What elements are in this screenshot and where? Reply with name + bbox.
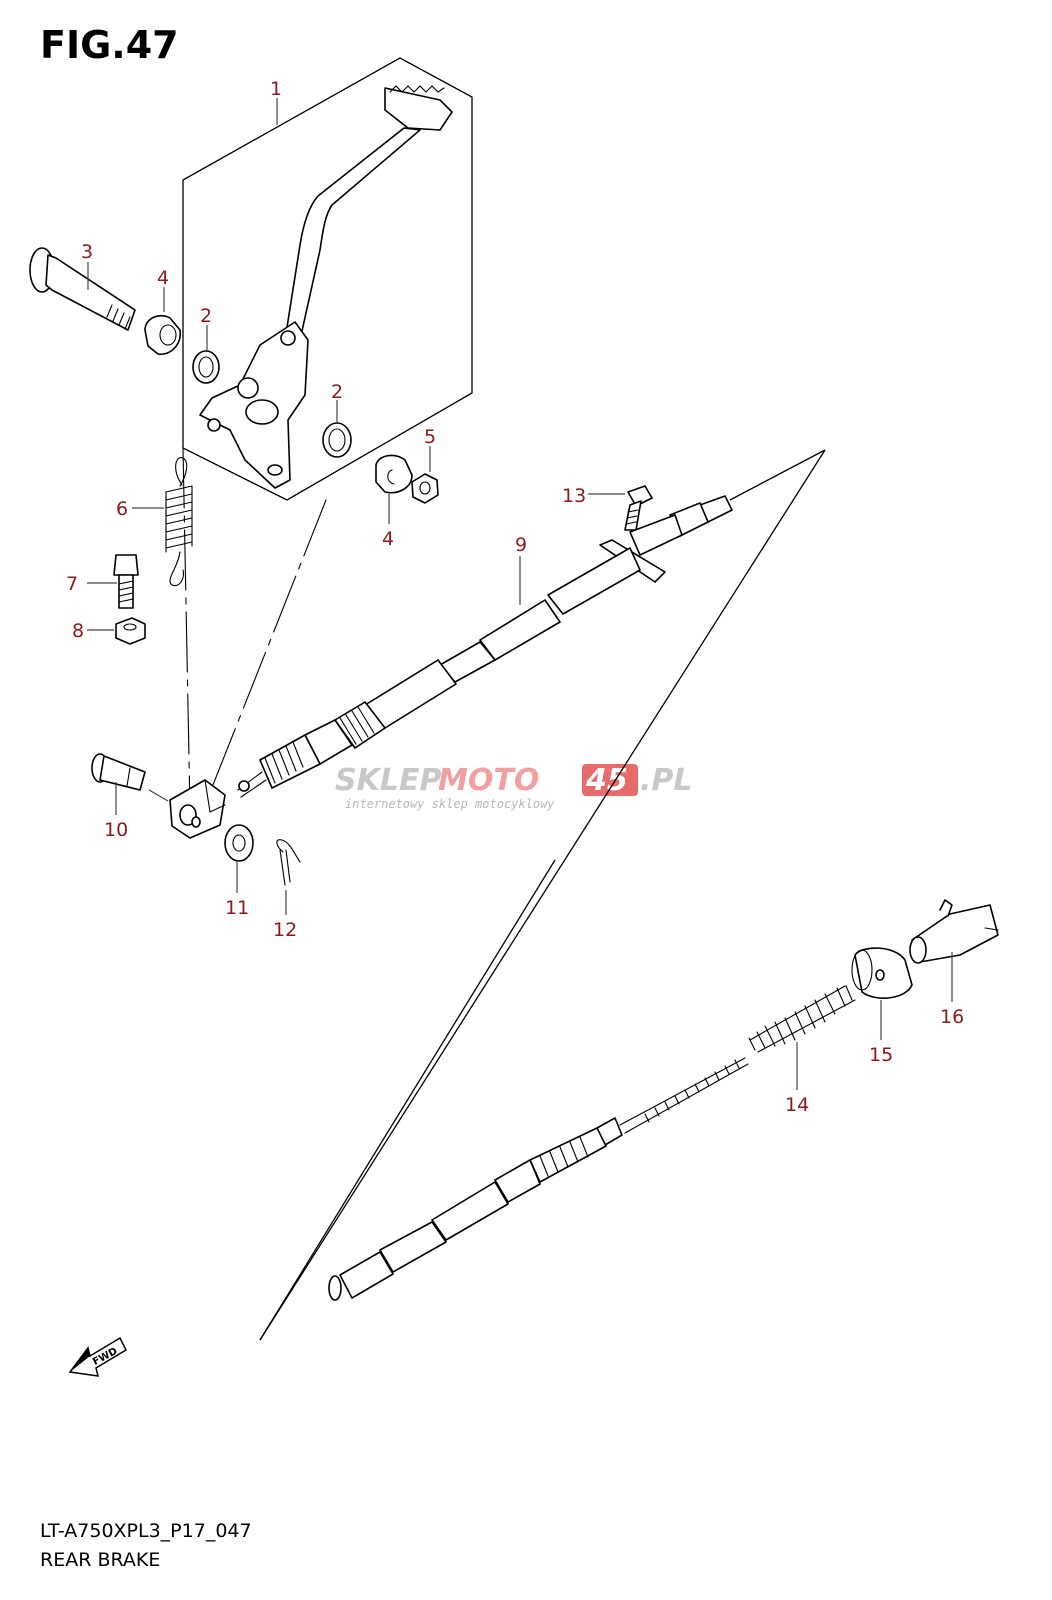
leader-lines [87, 98, 953, 1090]
watermark-brand-part1: SKLEP [335, 763, 441, 798]
brake-cable [237, 495, 733, 798]
projection-lines [182, 447, 327, 811]
callout-2-upper: 2 [200, 305, 212, 327]
callout-12: 12 [273, 919, 297, 941]
clevis [169, 779, 226, 839]
watermark-brand-part4: .PL [640, 763, 693, 798]
callout-16: 16 [940, 1006, 964, 1028]
watermark-tagline: internetowy sklep motocyklowy [345, 797, 555, 811]
bolt-13 [624, 485, 653, 531]
callout-1: 1 [270, 78, 282, 100]
brake-pedal [199, 85, 453, 489]
callout-2-lower: 2 [331, 381, 343, 403]
watermark-badge [582, 764, 638, 796]
washer-2-lower [322, 422, 352, 458]
callouts: 1 2 2 3 4 4 5 6 7 8 9 10 11 12 13 14 15 … [66, 78, 964, 1116]
bushing-4-lower [375, 454, 413, 494]
figure-title: FIG.47 [40, 23, 179, 67]
section-name: REAR BRAKE [40, 1549, 160, 1571]
callout-4-lower: 4 [382, 528, 394, 550]
callout-15: 15 [869, 1044, 893, 1066]
callout-8: 8 [72, 620, 84, 642]
callout-5: 5 [424, 426, 436, 448]
bolt-7 [113, 554, 139, 609]
nut-5 [411, 473, 439, 504]
callout-14: 14 [785, 1094, 809, 1116]
cable-spring [748, 985, 856, 1053]
fwd-arrow: FWD [68, 1336, 127, 1377]
bushing-4-upper [144, 314, 181, 355]
clevis-pin [91, 753, 146, 791]
callout-6: 6 [116, 498, 128, 520]
pivot-bolt [29, 247, 136, 331]
watermark: SKLEP MOTO 45 .PL internetowy sklep moto… [335, 763, 693, 811]
callout-10: 10 [104, 819, 128, 841]
rear-cable-end [328, 1057, 749, 1301]
return-spring [165, 457, 193, 587]
joint-16 [909, 899, 999, 964]
nut-8 [115, 617, 146, 645]
watermark-brand-part2: MOTO [438, 763, 539, 798]
watermark-brand-part3: 45 [585, 763, 628, 798]
callout-13: 13 [562, 485, 586, 507]
callout-9: 9 [515, 534, 527, 556]
model-code: LT-A750XPL3_P17_047 [40, 1520, 252, 1542]
callout-7: 7 [66, 573, 78, 595]
collar-15 [851, 947, 913, 999]
callout-11: 11 [225, 897, 249, 919]
washer-2-upper [192, 350, 220, 384]
callout-4-upper: 4 [157, 267, 169, 289]
washer-11 [224, 824, 254, 862]
cotter-pin [276, 839, 301, 886]
cable-group-outline [259, 449, 826, 1341]
callout-3: 3 [81, 241, 93, 263]
